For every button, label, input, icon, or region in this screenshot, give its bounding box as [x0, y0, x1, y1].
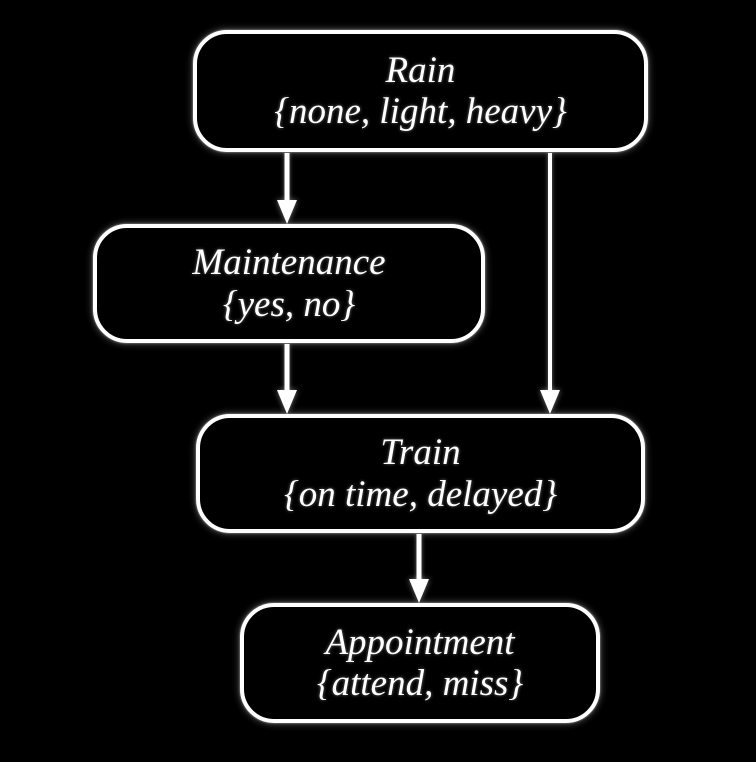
node-train[interactable]: Train {on time, delayed} — [196, 414, 645, 533]
edge-maintenance-to-train — [277, 344, 297, 414]
node-appointment-title: Appointment — [325, 621, 515, 663]
node-appointment-states: {attend, miss} — [316, 663, 524, 704]
node-maintenance[interactable]: Maintenance {yes, no} — [93, 224, 485, 343]
edge-shaft — [284, 153, 290, 201]
edge-rain-to-train — [540, 153, 560, 414]
node-appointment[interactable]: Appointment {attend, miss} — [240, 603, 600, 723]
down-arrow-icon — [540, 390, 560, 414]
edge-shaft — [284, 344, 290, 391]
edge-train-to-appointment — [409, 534, 429, 603]
down-arrow-icon — [277, 200, 297, 224]
down-arrow-icon — [277, 390, 297, 414]
node-maintenance-title: Maintenance — [192, 242, 386, 284]
node-maintenance-states: {yes, no} — [222, 283, 356, 325]
edge-shaft — [548, 153, 552, 391]
node-rain-title: Rain — [385, 49, 456, 91]
down-arrow-icon — [409, 579, 429, 603]
edge-shaft — [416, 534, 422, 580]
node-rain-states: {none, light, heavy} — [274, 91, 567, 132]
node-train-title: Train — [380, 432, 461, 474]
edge-rain-to-maintenance — [277, 153, 297, 224]
node-train-states: {on time, delayed} — [283, 473, 558, 515]
node-rain[interactable]: Rain {none, light, heavy} — [193, 30, 648, 152]
